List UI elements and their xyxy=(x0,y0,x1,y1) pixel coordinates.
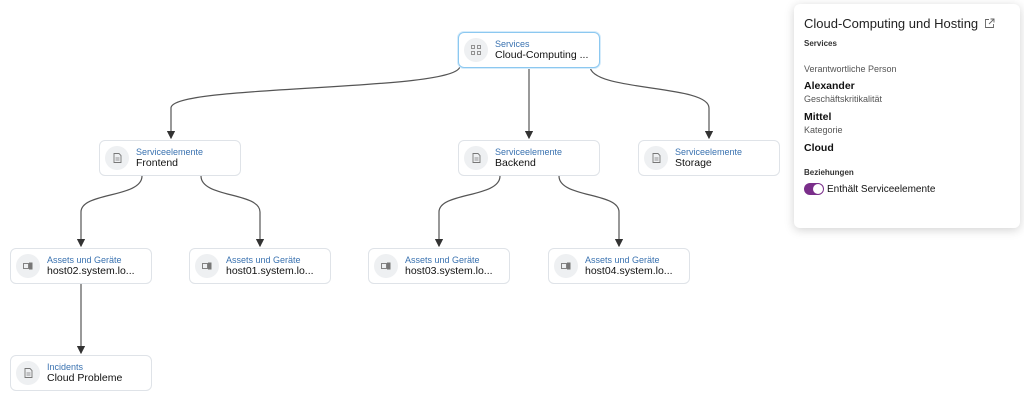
edge-backend-host03 xyxy=(434,175,501,248)
device-icon xyxy=(554,254,578,278)
node-name: Storage xyxy=(675,157,712,170)
node-type-label: Serviceelemente xyxy=(495,146,563,157)
edge-backend-host04 xyxy=(558,175,624,248)
node-name: host02.system.lo... xyxy=(47,265,135,278)
field-label: Verantwortliche Person xyxy=(804,64,897,74)
relation-toggle[interactable] xyxy=(804,183,824,195)
edge-frontend-host02 xyxy=(76,175,143,248)
node-name: Cloud-Computing ... xyxy=(495,49,589,62)
field-label: Geschäftskritikalität xyxy=(804,94,883,104)
node-name: host03.system.lo... xyxy=(405,265,493,278)
node-type-label: Serviceelemente xyxy=(136,146,204,157)
edge-frontend-host01 xyxy=(200,175,265,248)
document-icon xyxy=(105,146,129,170)
node-name: host04.system.lo... xyxy=(585,265,673,278)
field-value: Mittel xyxy=(804,111,832,123)
panel-title-row: Cloud-Computing und Hosting xyxy=(804,16,1010,31)
node-type-label: Incidents xyxy=(47,361,84,372)
node-host02[interactable]: Assets und Geräte host02.system.lo... xyxy=(10,248,152,284)
node-type-label: Assets und Geräte xyxy=(405,254,480,265)
node-name: Backend xyxy=(495,157,536,170)
node-name: host01.system.lo... xyxy=(226,265,314,278)
node-name: Cloud Probleme xyxy=(47,372,123,385)
field-value: Alexander xyxy=(804,80,855,92)
edge-services-storage xyxy=(589,65,714,140)
relations-heading: Beziehungen xyxy=(804,168,854,177)
device-icon xyxy=(16,254,40,278)
node-name: Frontend xyxy=(136,157,179,170)
document-icon xyxy=(16,361,40,385)
node-type-label: Assets und Geräte xyxy=(226,254,301,265)
service-icon xyxy=(464,38,488,62)
edge-services-frontend xyxy=(166,65,461,140)
node-frontend[interactable]: Serviceelemente Frontend xyxy=(99,140,241,176)
node-host01[interactable]: Assets und Geräte host01.system.lo... xyxy=(189,248,331,284)
external-link-icon[interactable] xyxy=(984,18,995,29)
field-value: Cloud xyxy=(804,142,834,154)
document-icon xyxy=(644,146,668,170)
panel-subtitle: Services xyxy=(804,39,837,48)
node-incident[interactable]: Incidents Cloud Probleme xyxy=(10,355,152,391)
node-type-label: Assets und Geräte xyxy=(47,254,122,265)
node-type-label: Assets und Geräte xyxy=(585,254,660,265)
panel-title: Cloud-Computing und Hosting xyxy=(804,16,979,31)
node-host03[interactable]: Assets und Geräte host03.system.lo... xyxy=(368,248,510,284)
field-label: Kategorie xyxy=(804,125,843,135)
device-icon xyxy=(374,254,398,278)
node-backend[interactable]: Serviceelemente Backend xyxy=(458,140,600,176)
document-icon xyxy=(464,146,488,170)
detail-panel: Cloud-Computing und Hosting Services Ver… xyxy=(794,4,1020,228)
device-icon xyxy=(195,254,219,278)
relation-toggle-label: Enthält Serviceelemente xyxy=(827,183,936,195)
relation-toggle-row: Enthält Serviceelemente xyxy=(804,183,1010,195)
node-services[interactable]: Services Cloud-Computing ... xyxy=(458,32,600,68)
node-type-label: Serviceelemente xyxy=(675,146,743,157)
node-host04[interactable]: Assets und Geräte host04.system.lo... xyxy=(548,248,690,284)
node-storage[interactable]: Serviceelemente Storage xyxy=(638,140,780,176)
node-type-label: Services xyxy=(495,38,530,49)
